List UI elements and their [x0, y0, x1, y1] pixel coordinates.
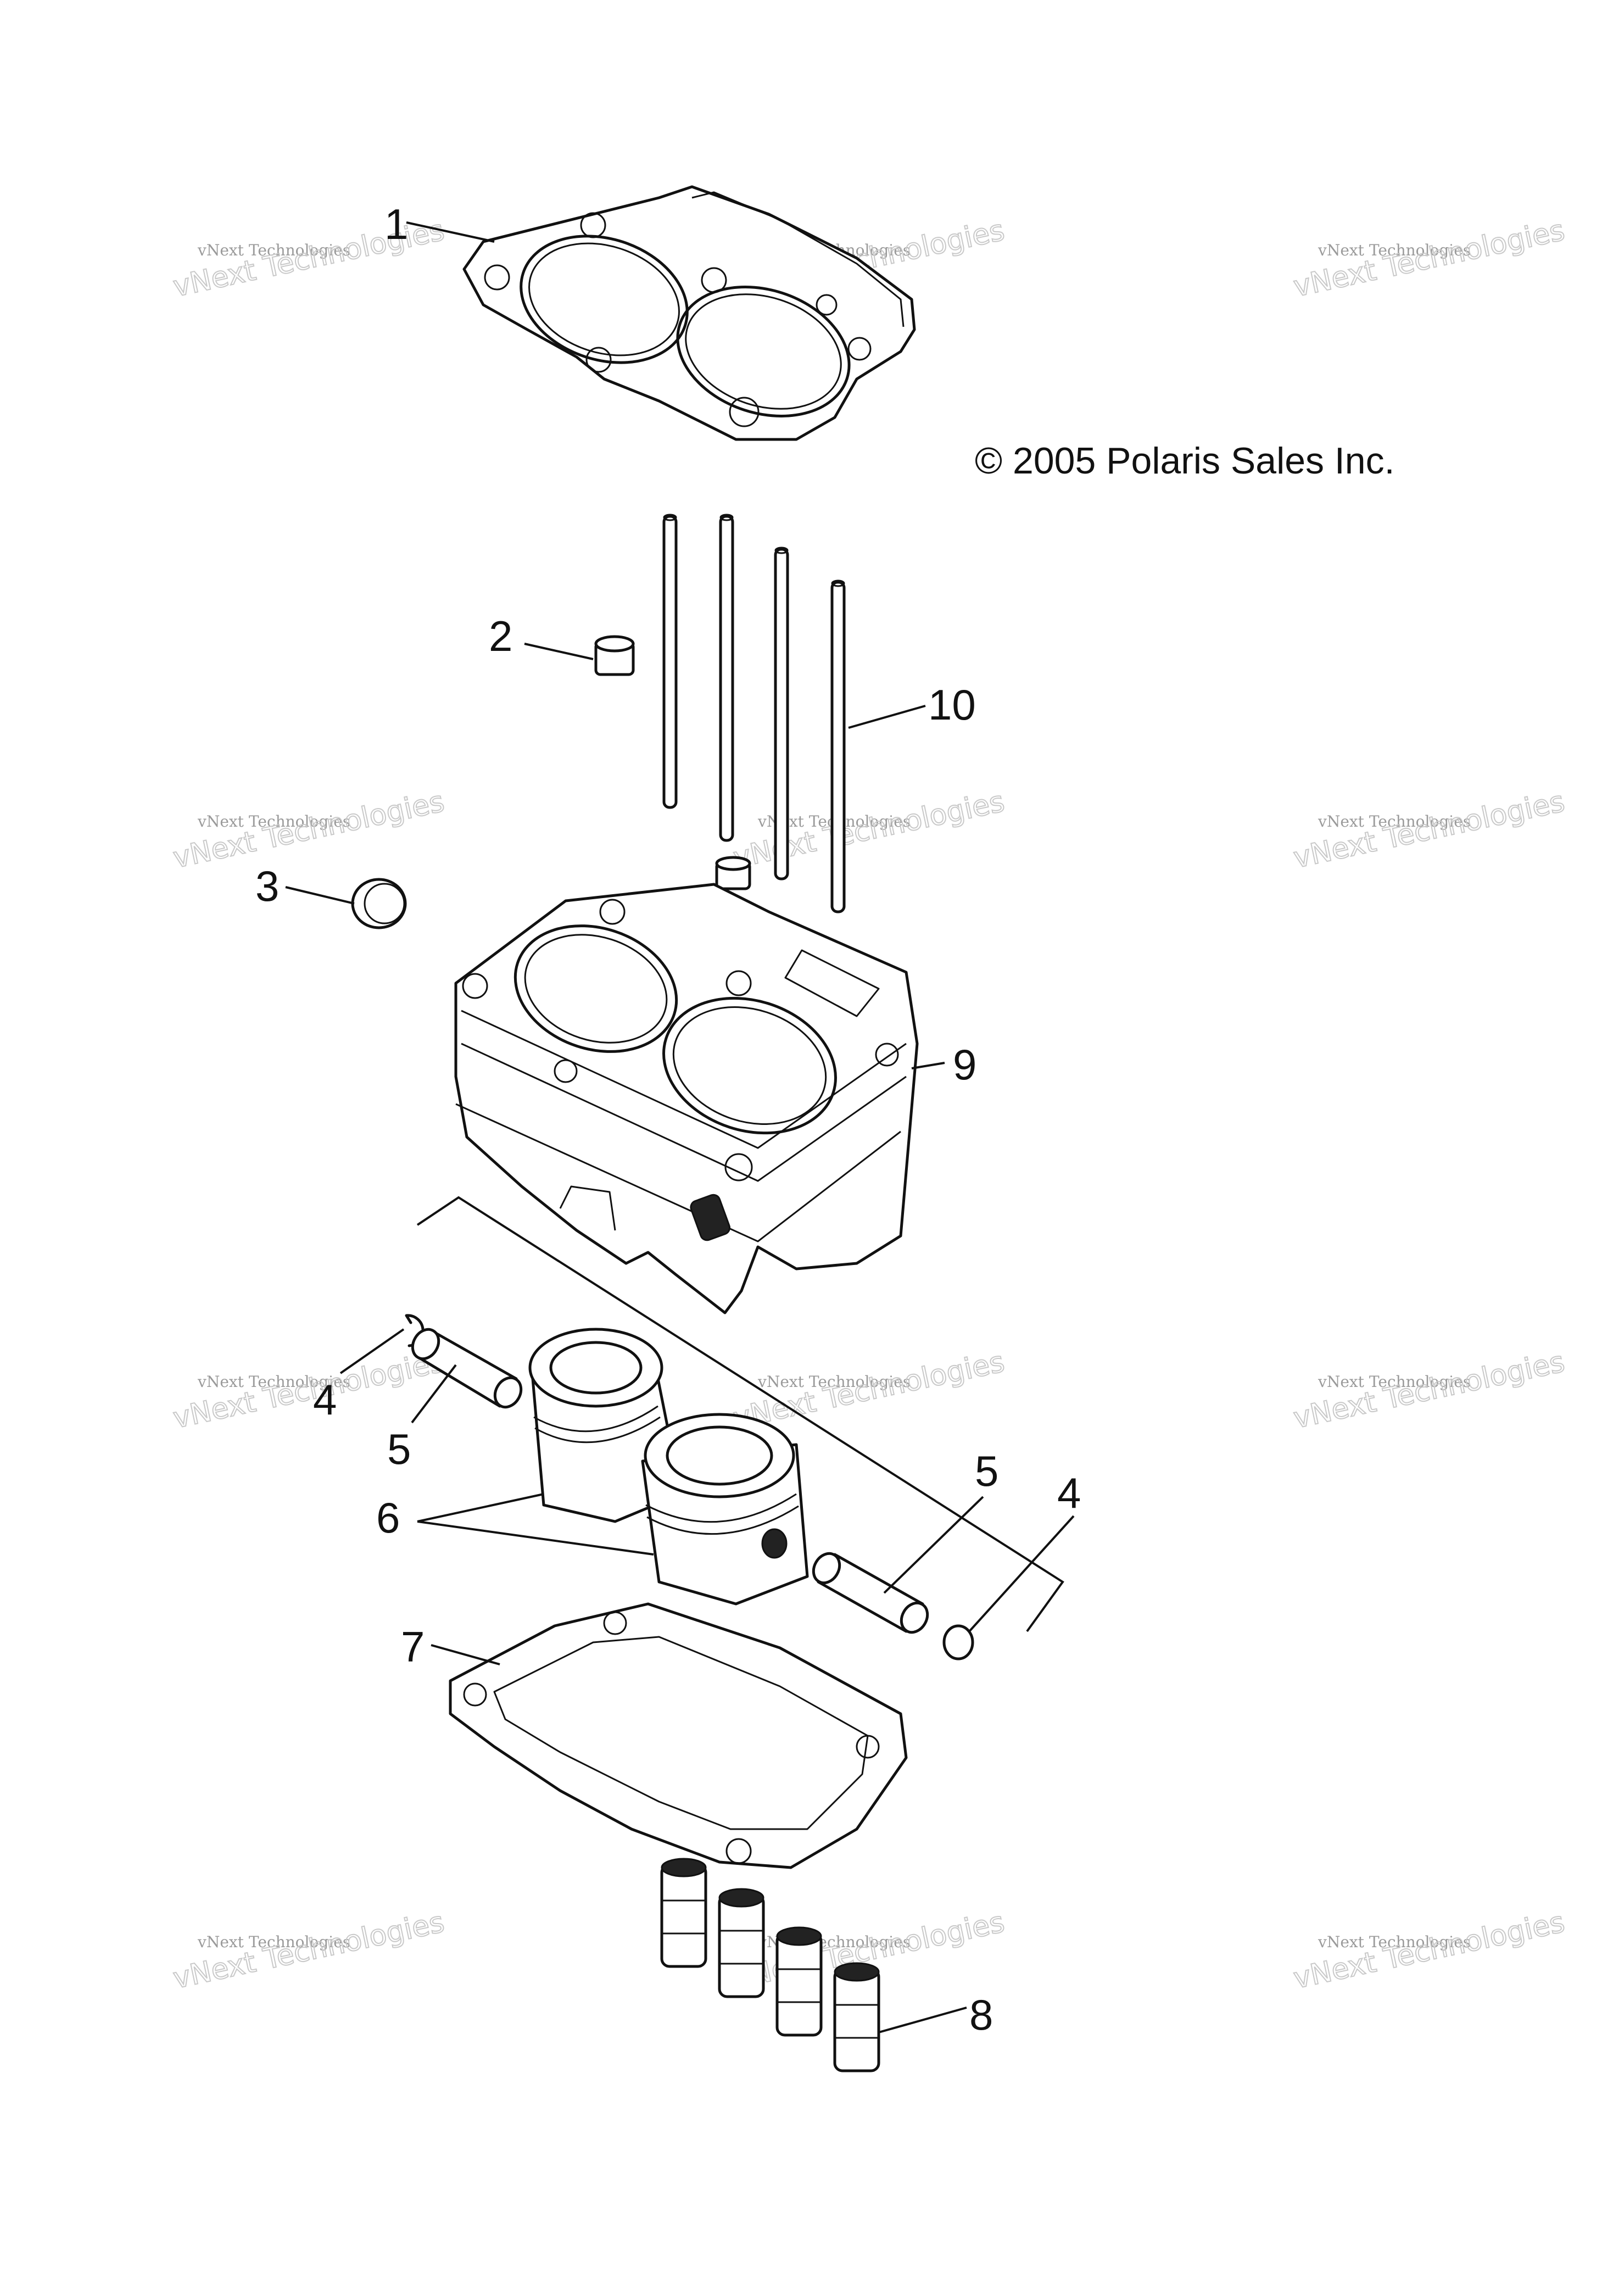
- watermark: vNext Technologies vNext Technologies: [1290, 214, 1568, 304]
- callout-2: 2: [489, 612, 512, 660]
- bushing[interactable]: [775, 1926, 823, 2037]
- watermark-line: vNext Technologies: [1318, 812, 1471, 831]
- part-1-head-gasket[interactable]: [462, 185, 916, 441]
- watermark-line: vNext Technologies: [1318, 241, 1471, 259]
- watermark: vNext Technologies vNext Technologies: [1290, 1345, 1568, 1436]
- callout-4-left: 4: [313, 1375, 337, 1424]
- watermark-line: vNext Technologies: [1318, 1373, 1471, 1391]
- callout-1: 1: [384, 200, 408, 248]
- bushing[interactable]: [660, 1858, 707, 1968]
- callout-4-right: 4: [1057, 1469, 1081, 1517]
- watermark-line: vNext Technologies: [197, 241, 350, 259]
- bracket-lines: [416, 1196, 1064, 1632]
- callout-5-left: 5: [387, 1425, 411, 1473]
- part-2-dowel-pin-lower[interactable]: [715, 856, 751, 890]
- part-10-studs[interactable]: [662, 514, 846, 913]
- watermark: vNext Technologies vNext Technologies: [1290, 785, 1568, 876]
- watermark: vNext Technologies vNext Technologies: [730, 785, 1008, 876]
- callout-8: 8: [969, 1991, 993, 2039]
- part-9-cylinder[interactable]: [454, 883, 919, 1314]
- watermark-line: vNext Technologies: [197, 1933, 350, 1951]
- callout-10: 10: [928, 681, 976, 729]
- watermark: vNext Technologies vNext Technologies: [170, 1345, 448, 1436]
- watermark: vNext Technologies vNext Technologies: [1290, 1905, 1568, 1996]
- callout-7: 7: [401, 1623, 425, 1671]
- part-3-plug[interactable]: [351, 878, 407, 929]
- watermark: vNext Technologies vNext Technologies: [730, 1345, 1008, 1436]
- watermark-line: vNext Technologies: [197, 1373, 350, 1391]
- part-2-dowel-pin[interactable]: [594, 635, 635, 676]
- part-8-bushings[interactable]: [660, 1858, 880, 2072]
- bushing[interactable]: [833, 1962, 880, 2072]
- callout-9: 9: [953, 1040, 976, 1089]
- watermark-line: vNext Technologies: [757, 1373, 911, 1391]
- part-4-circlip-right[interactable]: [942, 1624, 974, 1660]
- watermark: vNext Technologies vNext Technologies: [170, 785, 448, 876]
- watermark-line: vNext Technologies: [1318, 1933, 1471, 1951]
- leader-lines: [285, 221, 1075, 2033]
- callout-3: 3: [255, 862, 279, 910]
- callout-5-right: 5: [975, 1447, 998, 1495]
- callout-6: 6: [376, 1493, 400, 1542]
- bushing[interactable]: [718, 1888, 765, 1998]
- watermark-line: vNext Technologies: [197, 812, 350, 831]
- copyright-notice: © 2005 Polaris Sales Inc.: [975, 440, 1395, 482]
- callout-numbers: 1 2 3 4 5 6 5 4 7 8 9 10: [255, 200, 1081, 2039]
- part-5-wrist-pin-left[interactable]: [408, 1325, 526, 1412]
- part-7-base-gasket[interactable]: [449, 1602, 908, 1869]
- watermark: vNext Technologies vNext Technologies: [170, 1905, 448, 1996]
- part-5-wrist-pin-right[interactable]: [808, 1549, 933, 1637]
- part-6-piston-right[interactable]: [641, 1413, 809, 1606]
